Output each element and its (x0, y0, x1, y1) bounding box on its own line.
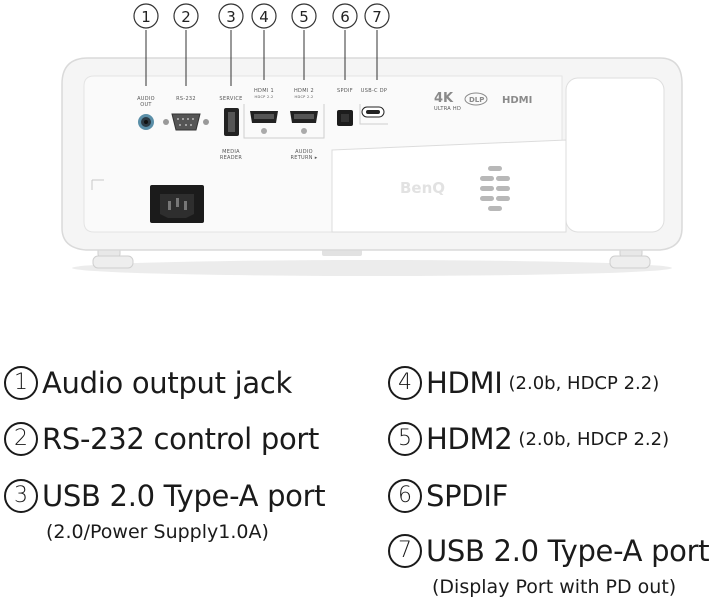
svg-text:HDCP 2.2: HDCP 2.2 (295, 95, 314, 99)
callout-3: 3 (226, 8, 236, 26)
legend-label-2: RS-232 control port (42, 422, 320, 456)
svg-text:MEDIA: MEDIA (222, 149, 240, 155)
callout-6: 6 (340, 8, 350, 26)
legend-label-5: HDM2 (426, 422, 513, 456)
brand-logo: BenQ (400, 179, 445, 197)
callout-2: 2 (181, 8, 191, 26)
svg-text:HDCP 2.2: HDCP 2.2 (255, 95, 274, 99)
power-inlet (150, 185, 204, 223)
projector-rear-illustration: BenQ 4K ULTRA HD DLP HDMI 1 2 3 4 5 6 7 (0, 0, 720, 300)
hdmi1-port (250, 111, 278, 134)
badge-4k: 4K (434, 91, 454, 106)
speaker-grille (480, 166, 510, 211)
legend-inline-5: (2.0b, HDCP 2.2) (518, 428, 670, 450)
svg-text:HDMI 1: HDMI 1 (254, 88, 274, 94)
legend-number-6: 6 (388, 479, 422, 513)
legend-sub-3: (2.0/Power Supply1.0A) (46, 521, 269, 543)
badge-dlp: DLP (464, 92, 488, 106)
legend-number-4: 4 (388, 366, 422, 400)
callout-1: 1 (141, 8, 151, 26)
svg-text:READER: READER (220, 155, 243, 161)
projector-front-panel (331, 139, 567, 233)
svg-text:HDMI 2: HDMI 2 (294, 88, 314, 94)
legend-number-5: 5 (388, 422, 422, 456)
hdmi2-port (290, 111, 318, 134)
legend-label-7: USB 2.0 Type-A port (426, 534, 710, 568)
svg-text:DLP: DLP (469, 96, 484, 104)
svg-text:RS-232: RS-232 (176, 96, 196, 102)
callout-4: 4 (259, 8, 269, 26)
svg-text:RETURN ▸: RETURN ▸ (290, 155, 317, 161)
legend-label-3: USB 2.0 Type-A port (42, 479, 326, 513)
callout-5: 5 (299, 8, 309, 26)
callout-7: 7 (372, 8, 382, 26)
svg-text:SPDIF: SPDIF (337, 88, 353, 94)
rs232-port (163, 113, 209, 131)
legend-number-7: 7 (388, 534, 422, 568)
svg-text:OUT: OUT (140, 102, 152, 108)
audio-out-jack (138, 114, 154, 130)
usb-c-dp-port (361, 106, 385, 118)
svg-text:USB-C DP: USB-C DP (361, 88, 387, 94)
legend-number-2: 2 (4, 422, 38, 456)
legend-number-1: 1 (4, 366, 38, 400)
legend-label-6: SPDIF (426, 479, 508, 513)
svg-text:SERVICE: SERVICE (219, 96, 242, 102)
legend-inline-4: (2.0b, HDCP 2.2) (508, 372, 660, 394)
badge-hdmi: HDMI (502, 95, 532, 106)
spdif-port (337, 110, 353, 126)
svg-text:AUDIO: AUDIO (295, 149, 313, 155)
usb-service-port (224, 108, 239, 136)
legend-label-1: Audio output jack (42, 366, 292, 400)
legend-sub-7: (Display Port with PD out) (432, 576, 677, 598)
svg-text:AUDIO: AUDIO (137, 96, 155, 102)
legend-number-3: 3 (4, 479, 38, 513)
legend-label-4: HDMI (426, 366, 503, 400)
badge-4k-sub: ULTRA HD (434, 106, 461, 112)
